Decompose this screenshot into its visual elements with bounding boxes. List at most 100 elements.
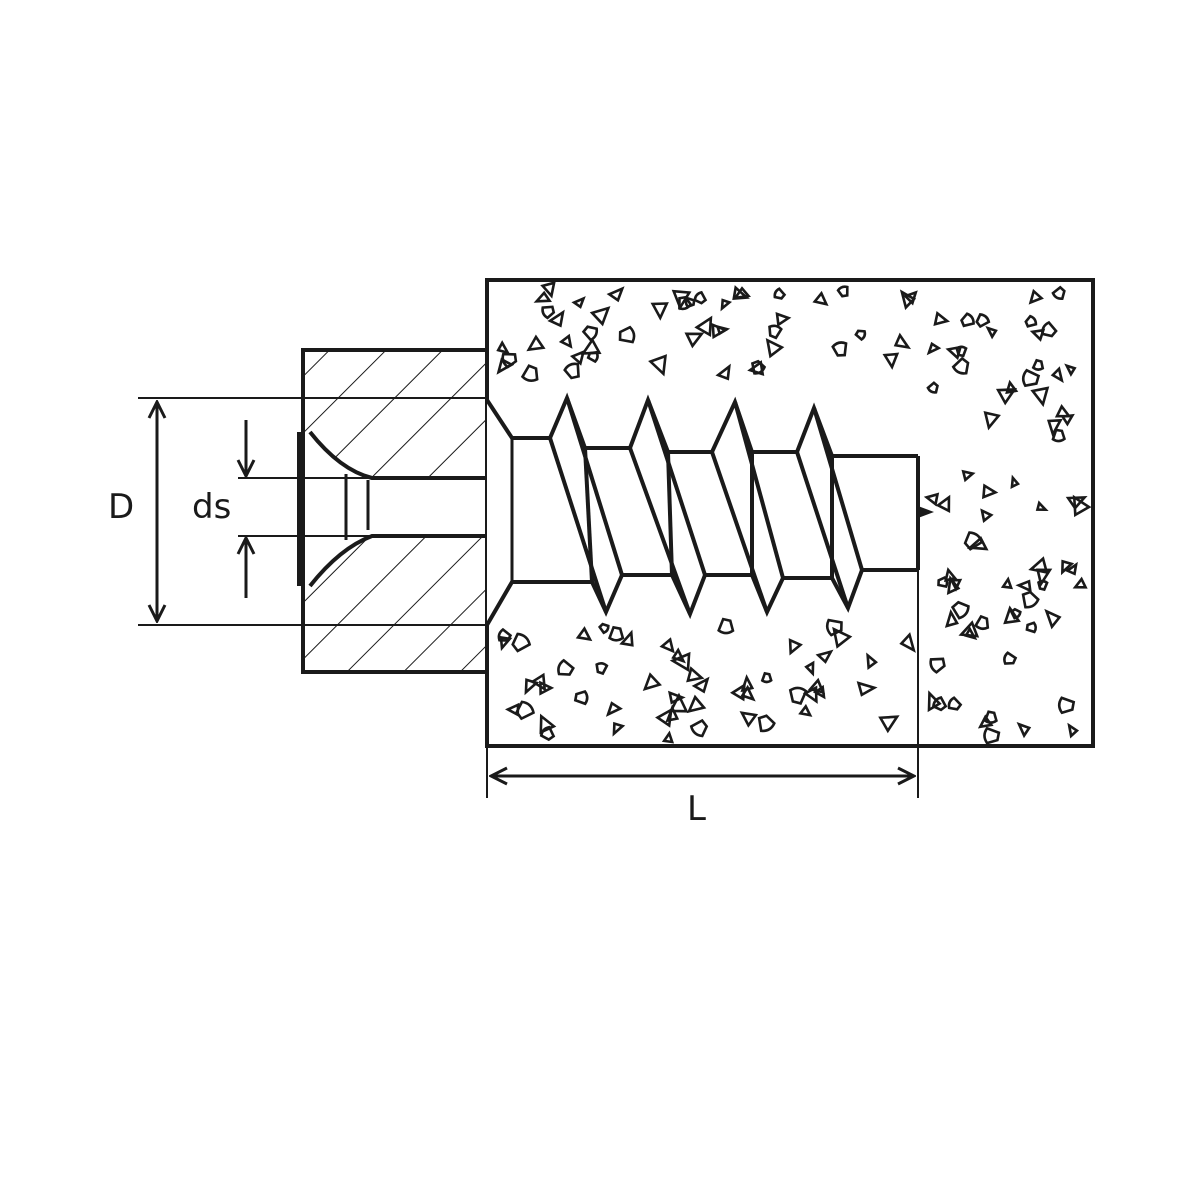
dimension-screw-diameter: ds	[192, 420, 372, 598]
aggregate-speck	[606, 286, 625, 303]
aggregate-speck	[720, 298, 733, 312]
aggregate-speck	[1060, 559, 1075, 576]
aggregate-speck	[499, 635, 513, 652]
aggregate-speck	[1064, 561, 1078, 576]
aggregate-speck	[923, 492, 940, 507]
aggregate-speck	[995, 388, 1018, 406]
aggregate-speck	[831, 341, 848, 357]
aggregate-speck	[515, 700, 535, 721]
aggregate-speck	[1041, 320, 1058, 338]
dimension-length: L	[486, 570, 919, 829]
anchor-tip	[918, 506, 934, 518]
aggregate-speck	[947, 696, 963, 711]
aggregate-speck	[580, 337, 602, 355]
aggregate-speck	[983, 726, 1001, 745]
aggregate-speck	[1044, 608, 1062, 630]
aggregate-speck	[684, 332, 705, 349]
aggregate-speck	[739, 711, 759, 728]
aggregate-speck	[1005, 379, 1019, 395]
aggregate-speck	[1046, 418, 1063, 438]
aggregate-speck	[571, 296, 586, 309]
aggregate-speck	[740, 674, 755, 693]
aggregate-speck	[815, 649, 834, 664]
aggregate-speck	[575, 626, 593, 642]
aggregate-speck	[589, 306, 611, 327]
aggregate-speck	[951, 356, 970, 375]
aggregate-speck	[1030, 386, 1050, 408]
aggregate-speck	[929, 657, 946, 674]
aggregate-speck	[1060, 413, 1075, 427]
aggregate-speck	[1003, 605, 1021, 625]
aggregate-speck	[607, 625, 625, 642]
aggregate-speck	[807, 677, 826, 695]
aggregate-speck	[1024, 314, 1038, 328]
aggregate-speck	[689, 718, 709, 738]
aggregate-speck	[1065, 495, 1088, 511]
aggregate-speck	[691, 676, 710, 694]
aggregate-speck	[980, 508, 994, 523]
aggregate-speck	[526, 334, 546, 352]
aggregate-speck	[655, 707, 673, 728]
aggregate-speck	[961, 469, 976, 483]
aggregate-speck	[933, 310, 951, 326]
aggregate-speck	[1028, 288, 1044, 305]
aggregate-speck	[1000, 576, 1014, 590]
aggregate-speck	[642, 672, 662, 691]
aggregate-speck	[659, 637, 675, 654]
aggregate-speck	[694, 315, 713, 338]
aggregate-speck	[1010, 474, 1021, 489]
aggregate-speck	[788, 638, 803, 656]
aggregate-speck	[788, 686, 808, 705]
aggregate-speck	[619, 629, 634, 647]
aggregate-speck	[558, 333, 573, 349]
aggregate-speck	[963, 531, 984, 551]
aggregate-speck	[668, 692, 689, 713]
screw-backing	[487, 398, 918, 625]
aggregate-speck	[981, 483, 999, 500]
aggregate-speck	[511, 632, 532, 653]
aggregate-speck	[497, 627, 513, 642]
aggregate-speck	[597, 622, 610, 635]
aggregate-speck	[1050, 366, 1064, 384]
aggregate-speck	[985, 326, 998, 340]
aggregate-speck	[693, 290, 708, 305]
screw-anchor	[297, 392, 934, 627]
aggregate-speck	[899, 632, 916, 653]
aggregate-speck	[854, 329, 867, 342]
aggregate-speck	[539, 680, 555, 696]
fixture-hatch-lower	[303, 536, 487, 672]
aggregate-speck	[836, 285, 849, 298]
aggregate-speck	[950, 600, 970, 620]
aggregate-texture	[496, 281, 1092, 745]
aggregate-speck	[1035, 500, 1049, 512]
aggregate-speck	[765, 337, 785, 359]
aggregate-speck	[856, 681, 878, 697]
aggregate-speck	[1021, 368, 1041, 388]
aggregate-speck	[975, 313, 991, 329]
aggregate-speck	[931, 696, 948, 712]
aggregate-speck	[768, 324, 783, 340]
aggregate-speck	[524, 678, 540, 696]
aggregate-speck	[678, 295, 693, 311]
aggregate-speck	[684, 296, 696, 309]
dim-d-label: D	[108, 487, 134, 527]
aggregate-speck	[618, 325, 636, 344]
aggregate-speck	[540, 281, 556, 299]
aggregate-speck	[581, 325, 599, 342]
aggregate-speck	[927, 690, 942, 713]
aggregate-speck	[944, 608, 959, 628]
aggregate-speck	[573, 689, 589, 706]
aggregate-speck	[740, 684, 756, 702]
fixture-hatch-upper	[303, 350, 487, 478]
aggregate-speck	[1057, 696, 1076, 715]
aggregate-speck	[804, 660, 815, 677]
aggregate-speck	[533, 290, 552, 303]
aggregate-speck	[1016, 722, 1032, 739]
aggregate-speck	[1072, 576, 1088, 589]
aggregate-speck	[825, 618, 843, 637]
aggregate-speck	[1035, 568, 1053, 588]
aggregate-speck	[747, 360, 765, 376]
aggregate-speck	[669, 651, 691, 672]
aggregate-speck	[966, 536, 989, 551]
